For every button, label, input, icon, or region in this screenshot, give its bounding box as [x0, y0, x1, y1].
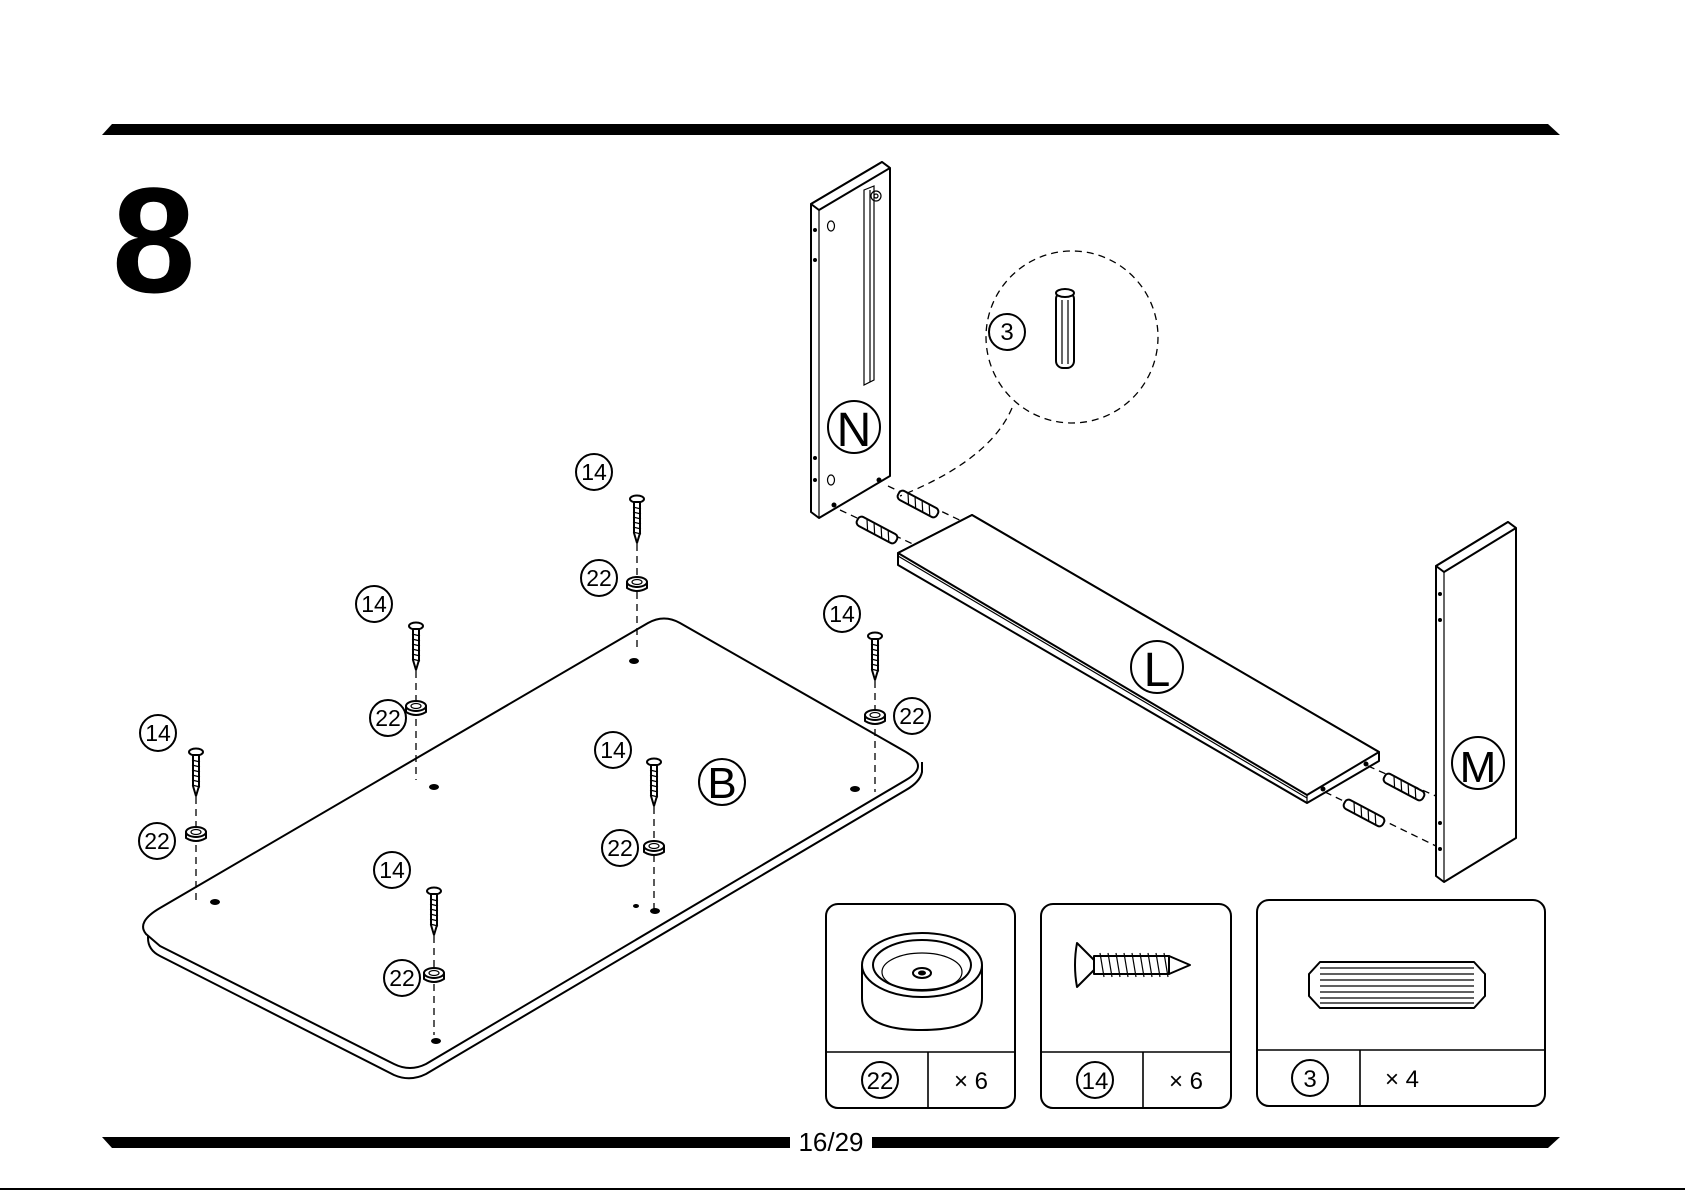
callout-screw-number: 14 [829, 601, 855, 627]
parts-list: 22 × 6 14 × 6 [826, 900, 1545, 1108]
callout-dowel-detail: 3 [1000, 319, 1013, 346]
glide-foot-icon [644, 841, 664, 855]
glide-foot-icon [186, 827, 206, 841]
wooden-dowel-icon [1309, 962, 1485, 1008]
parts-box-screw-number: 14 [1082, 1068, 1109, 1095]
screw-glide-stack: 14 22 [576, 454, 647, 652]
parts-box-screw-qty: × 6 [1169, 1068, 1203, 1095]
shelf-panel-l: L [898, 515, 1379, 803]
callout-glide-number: 22 [899, 703, 925, 729]
panel-label-l: L [1144, 644, 1171, 697]
callout-screw: 14 [824, 596, 860, 632]
callout-screw: 14 [356, 586, 392, 622]
callout-glide: 22 [139, 823, 175, 859]
side-panel-n: N [811, 162, 890, 518]
glide-foot-icon [627, 577, 647, 591]
screw-glide-stack: 14 22 [139, 715, 206, 904]
callout-screw-number: 14 [379, 857, 405, 883]
parts-box-screw: 14 × 6 [1041, 904, 1231, 1108]
base-panel-b: B [143, 619, 922, 1079]
screw-icon [409, 623, 423, 671]
callout-glide: 22 [581, 560, 617, 596]
top-rule [102, 124, 1560, 135]
dowel-detail-callout: 3 [900, 251, 1158, 496]
glide-foot-icon [424, 968, 444, 982]
callout-screw: 14 [595, 732, 631, 768]
bottom-rule-right [872, 1137, 1560, 1148]
callout-glide: 22 [602, 830, 638, 866]
callout-glide: 22 [894, 698, 930, 734]
screw-icon [630, 496, 644, 544]
parts-box-glide-qty: × 6 [954, 1068, 988, 1095]
step-number: 8 [112, 156, 195, 324]
glide-foot-icon [862, 933, 982, 1030]
glide-foot-icon [865, 710, 885, 724]
callout-glide: 22 [370, 700, 406, 736]
page-indicator: 16/29 [798, 1127, 863, 1157]
screw-icon [189, 749, 203, 797]
screw-glide-stack: 14 22 [356, 586, 426, 780]
panel-label-m: M [1460, 743, 1497, 792]
callout-glide: 22 [384, 960, 420, 996]
bottom-rule-left [102, 1137, 790, 1148]
screw-icon [868, 633, 882, 681]
parts-box-glide-number: 22 [867, 1068, 894, 1095]
callout-screw: 14 [140, 715, 176, 751]
callout-screw-number: 14 [361, 591, 387, 617]
parts-box-glide: 22 × 6 [826, 904, 1015, 1108]
callout-screw: 14 [576, 454, 612, 490]
callout-glide-number: 22 [389, 965, 415, 991]
callout-screw-number: 14 [600, 737, 626, 763]
callout-screw-number: 14 [145, 720, 171, 746]
callout-screw-number: 14 [581, 459, 607, 485]
callout-glide-number: 22 [607, 835, 633, 861]
callout-glide-number: 22 [586, 565, 612, 591]
panel-label-n: N [837, 404, 872, 457]
parts-box-dowel: 3 × 4 [1257, 900, 1545, 1106]
callout-screw: 14 [374, 852, 410, 888]
glide-foot-icon [406, 701, 426, 715]
callout-glide-number: 22 [375, 705, 401, 731]
parts-box-dowel-qty: × 4 [1385, 1066, 1419, 1093]
side-panel-m: M [1436, 522, 1516, 882]
panel-label-b: B [707, 759, 736, 808]
callout-glide-number: 22 [144, 828, 170, 854]
parts-box-dowel-number: 3 [1303, 1066, 1316, 1093]
